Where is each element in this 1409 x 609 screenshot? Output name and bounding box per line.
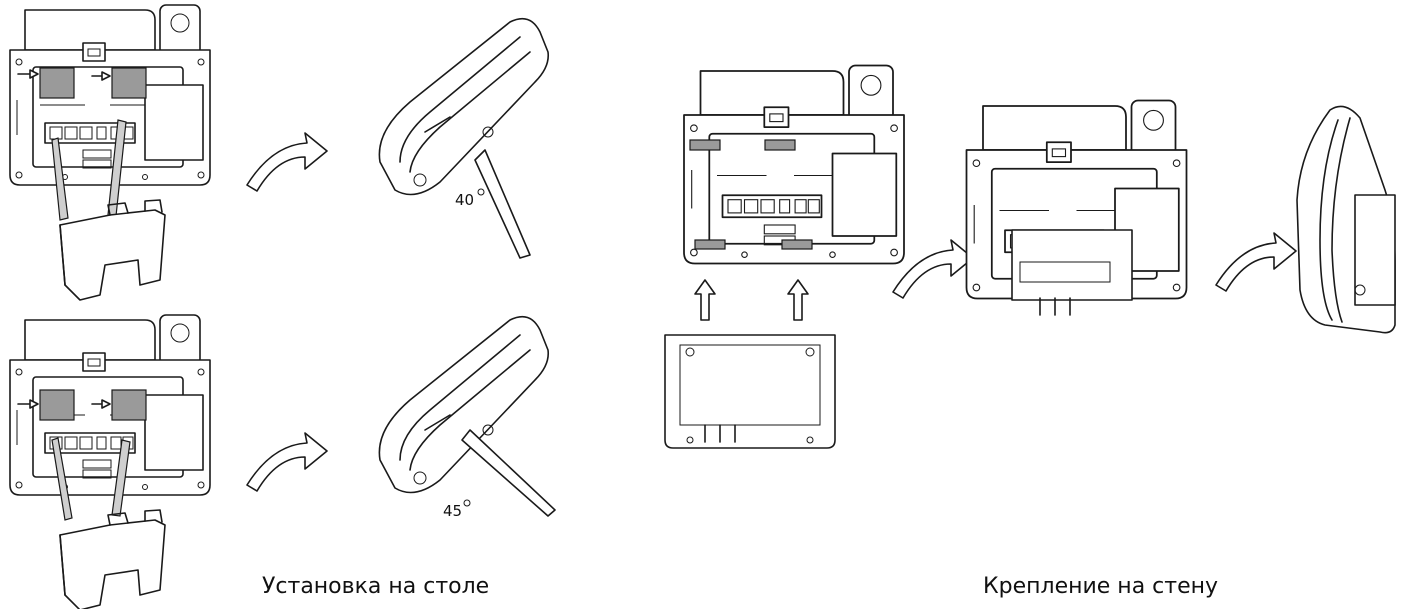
phone-side-top: 40: [378, 17, 550, 259]
wall-mount-bracket: [664, 334, 836, 449]
curved-arrow-icon: [246, 432, 328, 492]
angle-label-top: 40: [455, 191, 474, 209]
stand-bracket-bottom: [59, 509, 166, 609]
phone-back-bottom: [9, 314, 211, 521]
up-arrow-icon: [787, 279, 809, 321]
angle-label-bottom: 45: [443, 502, 462, 520]
caption-wall-mounting: Крепление на стену: [983, 574, 1219, 599]
phone-side-wall: [1296, 105, 1396, 334]
phone-with-wall-bracket: [965, 99, 1188, 316]
curved-arrow-icon: [892, 239, 974, 299]
stand-bracket-top: [59, 199, 166, 301]
phone-back-wall: [683, 64, 905, 265]
curved-arrow-icon: [1215, 232, 1297, 292]
curved-arrow-icon: [246, 132, 328, 192]
phone-back-top: [9, 4, 211, 221]
phone-side-bottom: 45: [378, 315, 556, 520]
caption-desk-installation: Установка на столе: [262, 574, 490, 599]
up-arrow-icon: [694, 279, 716, 321]
